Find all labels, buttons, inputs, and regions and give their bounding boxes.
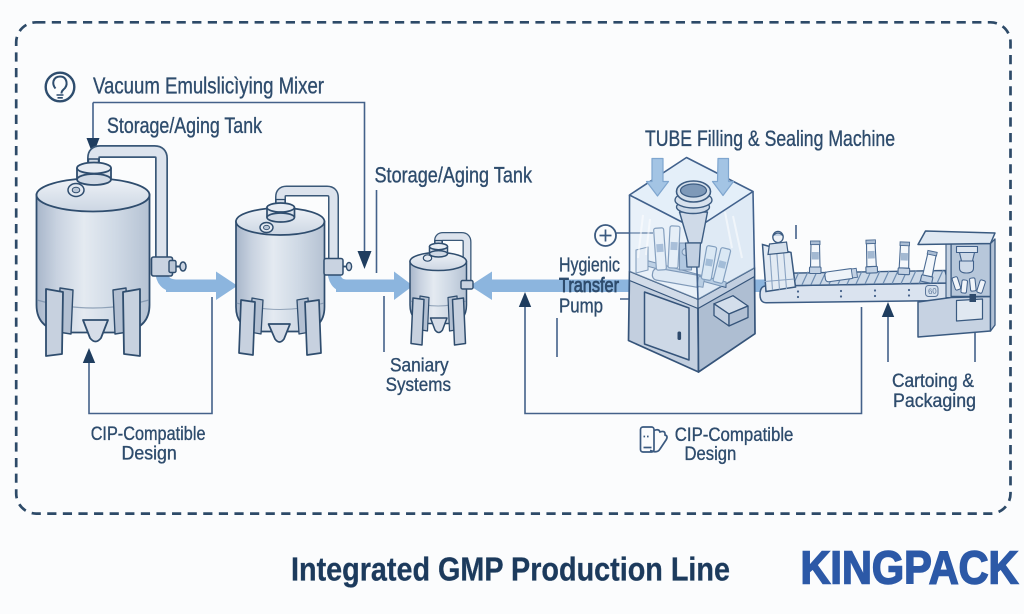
svg-text:Storage/Aging Tank: Storage/Aging Tank	[375, 163, 533, 188]
svg-text:60: 60	[928, 286, 938, 296]
svg-text:KINGPACK: KINGPACK	[801, 542, 1019, 594]
svg-text:Storage/Aging Tank: Storage/Aging Tank	[107, 113, 263, 138]
svg-text:CIP-Compatible: CIP-Compatible	[91, 423, 206, 445]
svg-text:Cartoing &: Cartoing &	[892, 370, 974, 392]
svg-text:CIP-Compatible: CIP-Compatible	[675, 424, 794, 446]
svg-text:Packaging: Packaging	[893, 390, 976, 412]
svg-text:Design: Design	[122, 443, 177, 465]
svg-text:Transfer: Transfer	[559, 275, 619, 297]
svg-text:Integrated GMP Production Line: Integrated GMP Production Line	[291, 551, 730, 588]
svg-text:Design: Design	[685, 443, 737, 465]
svg-text:Pump: Pump	[559, 296, 603, 318]
svg-text:Saniary: Saniary	[390, 354, 449, 376]
svg-text:TUBE Filling & Sealing Machine: TUBE Filling & Sealing Machine	[645, 126, 895, 151]
svg-text:Vacuum Emulslicìying Mixer: Vacuum Emulslicìying Mixer	[93, 73, 324, 99]
svg-text:Hygienic: Hygienic	[559, 255, 620, 277]
svg-text:Systems: Systems	[386, 374, 452, 396]
